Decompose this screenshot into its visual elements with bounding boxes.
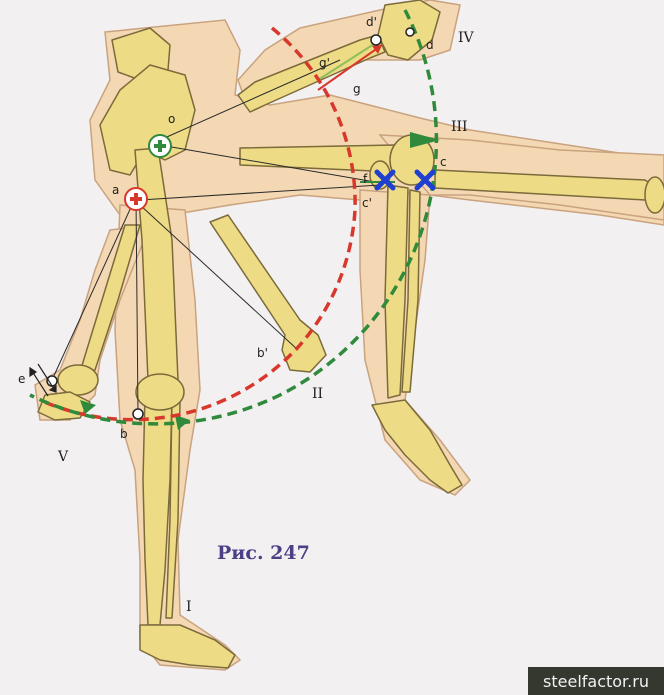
line-a-e — [51, 204, 133, 381]
label-f: f — [363, 172, 368, 186]
figure-caption: Рис. 247 — [217, 542, 310, 564]
cross-marker-c — [414, 169, 436, 191]
arrow-g-prime — [317, 43, 375, 81]
green-dashed-arc — [29, 9, 439, 426]
patella-III — [410, 132, 440, 148]
label-b: b — [120, 427, 128, 441]
point-labels: o a b b' c c' d d' e f g g' — [18, 15, 447, 441]
fibula-hanging — [401, 189, 421, 393]
line-o-g-prime — [159, 59, 341, 141]
knee-back-leg — [57, 364, 99, 396]
plus-marker-red — [124, 187, 148, 211]
label-o: o — [168, 112, 175, 126]
label-d: d — [426, 38, 434, 52]
position-label-II: II — [312, 386, 323, 402]
label-g: g — [353, 82, 361, 96]
label-a: a — [112, 183, 119, 197]
tibia-hanging — [384, 184, 409, 399]
femur-position-II — [209, 214, 327, 373]
red-dashed-arc — [39, 26, 357, 422]
cross-marker-f — [374, 169, 396, 191]
plus-marker-green — [148, 134, 172, 158]
ankle-horizontal — [644, 176, 664, 214]
position-label-I: I — [186, 599, 192, 615]
position-label-III: III — [451, 119, 468, 135]
arrow-g-head — [372, 45, 382, 54]
marker-d — [405, 27, 415, 37]
position-labels: I II III IV V — [57, 30, 475, 615]
femur-position-IV — [237, 34, 386, 113]
femur-back-leg — [79, 224, 141, 373]
label-d-prime: d' — [366, 15, 377, 29]
label-b-prime: b' — [257, 346, 268, 360]
arrow-g — [317, 44, 383, 91]
line-a-b-prime — [139, 204, 299, 351]
knee-standing — [135, 373, 185, 411]
label-c: c — [440, 155, 447, 169]
position-label-IV: IV — [458, 30, 475, 46]
watermark: steelfactor.ru — [528, 667, 664, 695]
line-o-f — [159, 144, 376, 183]
foot-hanging — [371, 399, 463, 494]
label-g-prime: g' — [319, 56, 330, 70]
marker-b — [132, 408, 144, 420]
position-label-V: V — [57, 449, 69, 465]
measurement-e — [29, 363, 57, 397]
line-a-c-prime — [139, 184, 381, 201]
foot-standing — [139, 624, 236, 669]
label-e: e — [18, 372, 25, 386]
marker-d-prime — [370, 34, 382, 46]
patella-V — [80, 400, 96, 414]
label-c-prime: c' — [362, 196, 372, 210]
force-lines — [51, 59, 381, 415]
bones — [37, 0, 664, 669]
line-a-b — [135, 197, 139, 415]
